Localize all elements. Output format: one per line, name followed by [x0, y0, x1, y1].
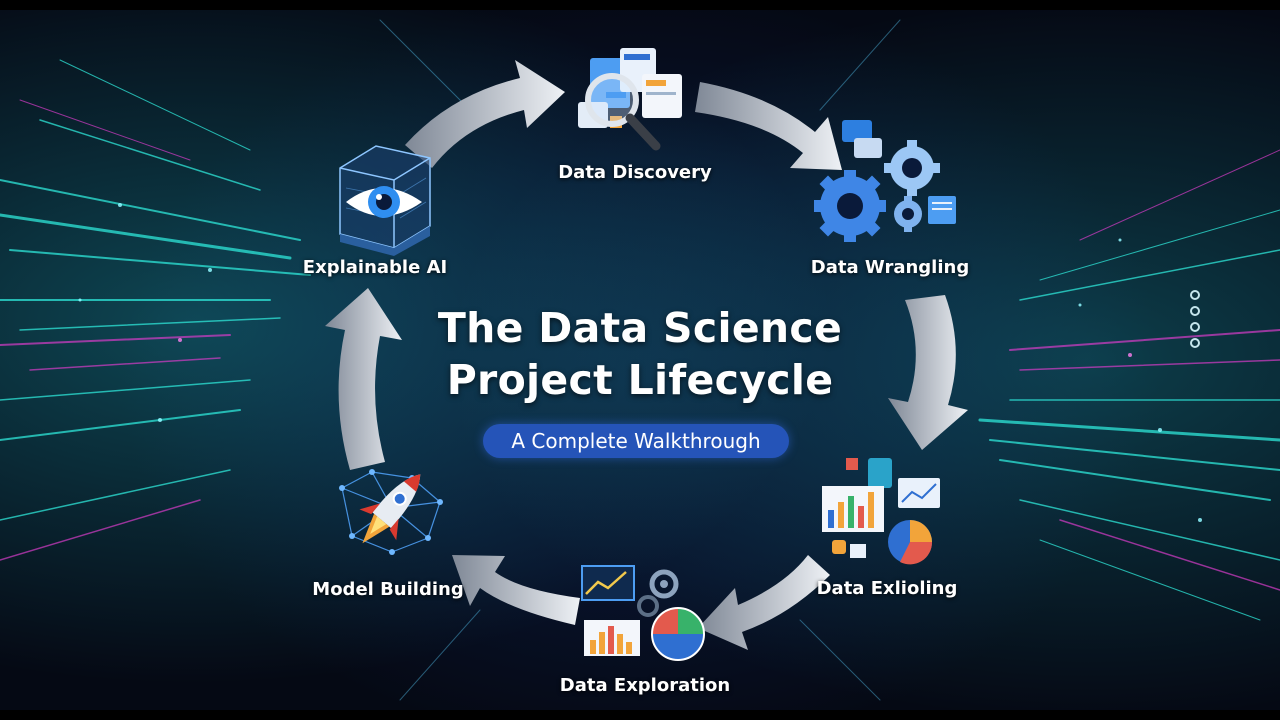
subtitle-badge: A Complete Walkthrough — [483, 424, 789, 458]
arrow-exlioling-to-exploration — [698, 555, 830, 650]
charts-gear-icon — [581, 565, 705, 661]
arrow-exploration-to-building — [452, 555, 580, 625]
charts-dashboard-icon — [822, 458, 940, 565]
rocket-network-icon — [339, 469, 443, 555]
stage-label-explainable-ai: Explainable AI — [302, 257, 448, 278]
stage-label-data-exlioling: Data Exlioling — [816, 578, 958, 599]
arrow-wrangling-to-exlioling — [888, 295, 968, 450]
eye-cube-icon — [339, 145, 431, 256]
title-line-2: Project Lifecycle — [446, 356, 834, 404]
arrow-building-to-explainable — [325, 288, 402, 470]
cycle-arrows — [325, 60, 968, 650]
arrow-discovery-to-wrangling — [695, 82, 842, 170]
arrow-explainable-to-discovery — [405, 60, 565, 168]
stage-label-data-wrangling: Data Wrangling — [810, 257, 970, 278]
stage-label-data-discovery: Data Discovery — [558, 162, 712, 183]
magnifier-documents-icon — [578, 48, 682, 151]
title-line-1: The Data Science — [437, 304, 843, 352]
page-title: The Data Science Project Lifecycle — [330, 302, 950, 406]
stage-label-model-building: Model Building — [312, 579, 464, 600]
stage-label-data-exploration: Data Exploration — [559, 675, 731, 696]
gears-icon — [814, 120, 956, 242]
